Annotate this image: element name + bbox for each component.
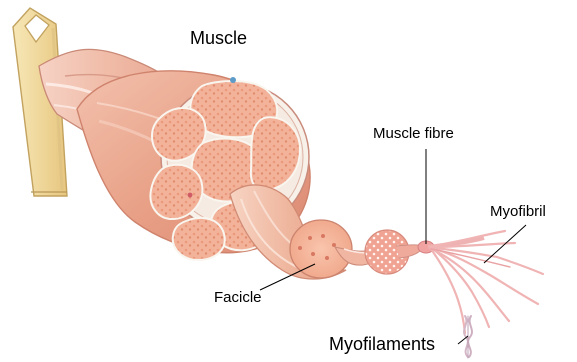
- myofilaments-label: Myofilaments: [329, 335, 435, 353]
- myofilaments-icon: [464, 316, 472, 358]
- myofibril-label: Myofibril: [490, 204, 546, 219]
- muscle-label: Muscle: [190, 29, 247, 47]
- myofibril-icon: [431, 231, 543, 333]
- muscle-fibre-label: Muscle fibre: [373, 126, 454, 141]
- facicle-label: Facicle: [214, 290, 262, 305]
